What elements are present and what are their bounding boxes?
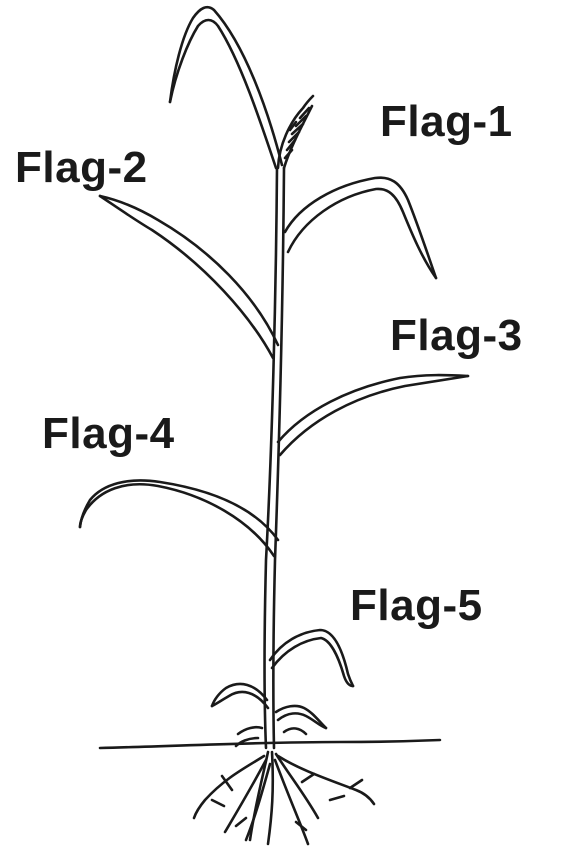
flag3-leaf [278, 375, 468, 455]
flag4-leaf [80, 480, 278, 556]
flag2-leaf [100, 196, 278, 358]
roots [194, 752, 374, 844]
flag1-leaf [285, 178, 436, 278]
flag5-leaf [270, 630, 353, 686]
basal-leaves [212, 684, 326, 746]
panicle [278, 96, 313, 168]
flag4-label: Flag-4 [42, 412, 175, 456]
flag2-label: Flag-2 [15, 146, 148, 190]
top-leaf [170, 7, 282, 168]
flag1-label: Flag-1 [380, 100, 513, 144]
stem [265, 168, 285, 748]
ground-line [100, 740, 440, 748]
flag5-label: Flag-5 [350, 584, 483, 628]
flag3-label: Flag-3 [390, 314, 523, 358]
